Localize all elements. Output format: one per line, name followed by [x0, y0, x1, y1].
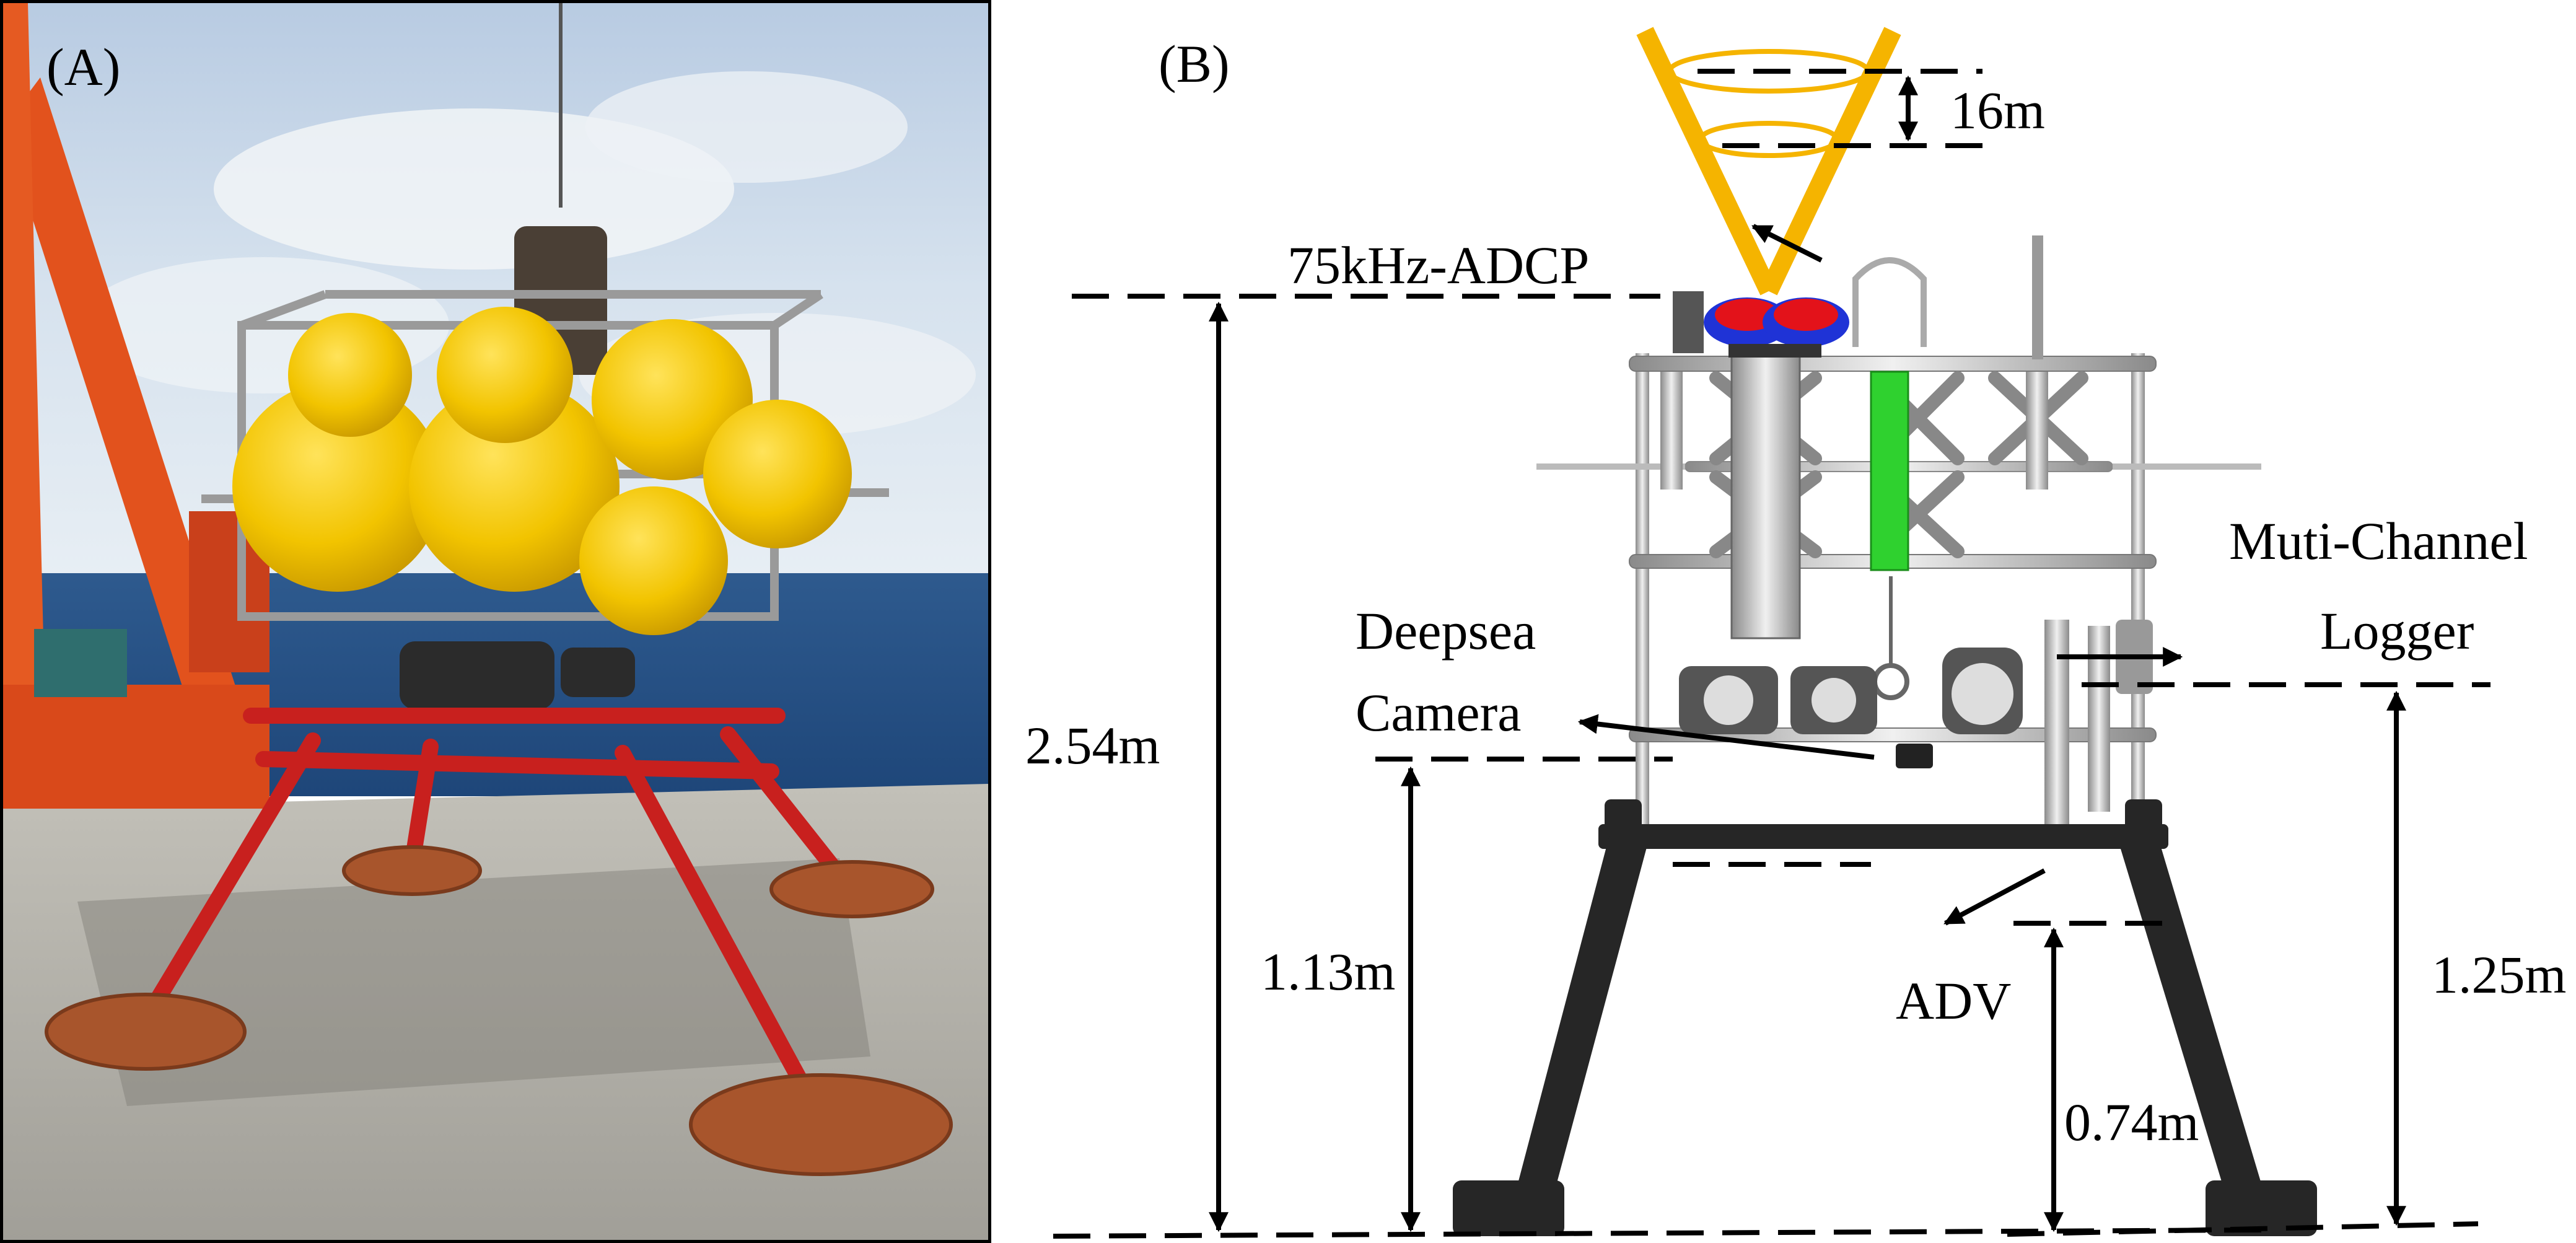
logger-label-line2: Logger [2320, 601, 2474, 661]
adv-label: ADV [1896, 971, 2012, 1030]
panel-b-label: (B) [1159, 34, 1230, 94]
lander-schematic [1053, 27, 2491, 1239]
beam-range-label: 16m [1950, 81, 2045, 140]
camera-housings [1679, 648, 2023, 768]
panel-a-label: (A) [46, 37, 121, 97]
lander-legs [1453, 799, 2317, 1236]
logger-label-line1: Muti-Channel [2229, 511, 2528, 571]
camera-label-line2: Camera [1356, 683, 1522, 742]
yellow-floats [232, 307, 852, 635]
shadow [77, 858, 870, 1106]
photo-panel: (A) [0, 0, 991, 1243]
foot-plates [45, 845, 953, 1176]
pressure-housings [1660, 235, 2153, 824]
camera-label-line1: Deepsea [1356, 601, 1536, 661]
range-dim [1698, 69, 1995, 148]
adv-height-label: 0.74m [2064, 1092, 2199, 1152]
cloud [585, 71, 908, 183]
camera-height-label: 1.13m [1261, 942, 1396, 1001]
diagram-panel: (B) 16m 75kHz-ADCP 2.54m Deepsea Camera … [991, 0, 2576, 1243]
total-height-label: 2.54m [1025, 716, 1160, 775]
lander-photo [3, 3, 988, 1240]
instruments [400, 641, 635, 709]
crane [3, 3, 269, 809]
logger-height-label: 1.25m [2432, 945, 2567, 1004]
adcp-head [1704, 297, 1849, 358]
dimension-lines [1053, 224, 2491, 1239]
adcp-label: 75kHz-ADCP [1287, 235, 1590, 295]
red-frame [138, 708, 854, 1127]
